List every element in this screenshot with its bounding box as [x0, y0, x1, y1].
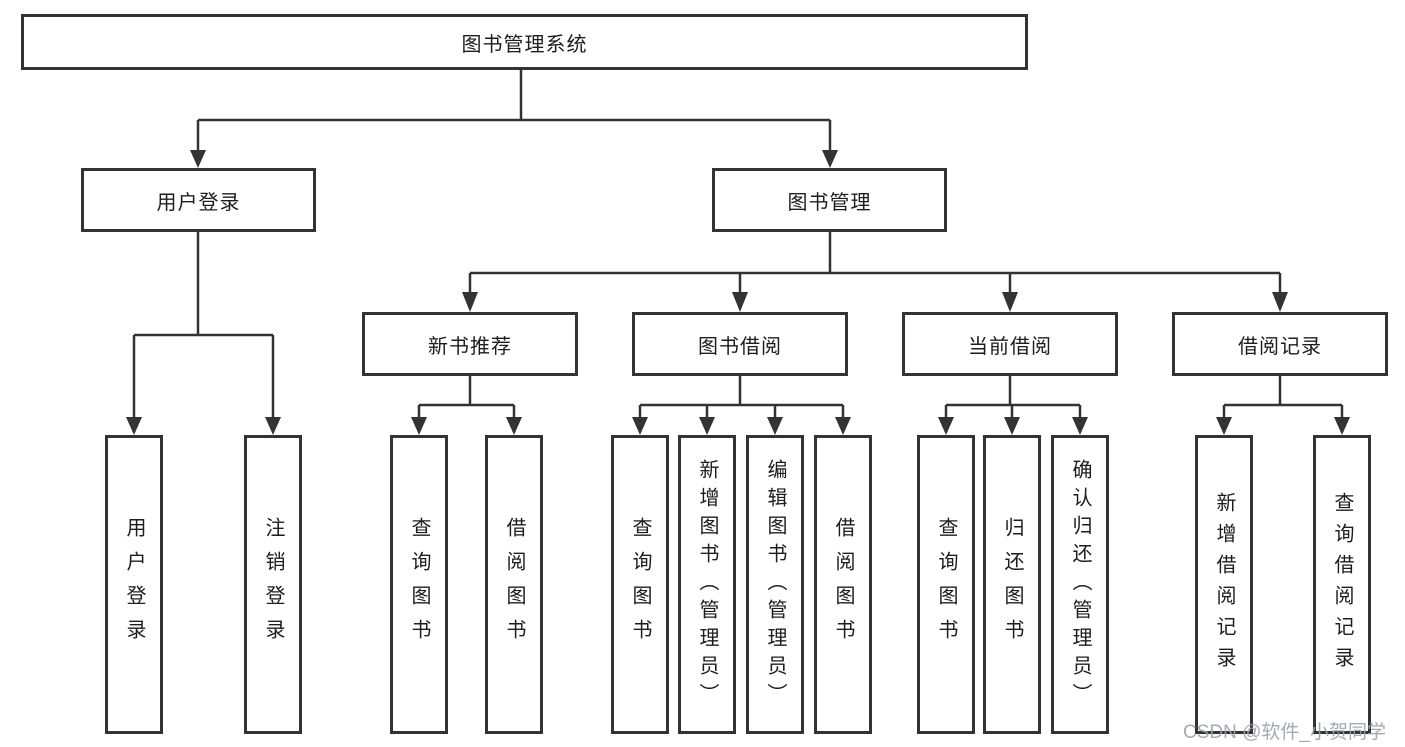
leaf-confirm-return-admin: 确认归还（管理员） [1051, 435, 1109, 734]
leaf-add-borrow-record: 新增借阅记录 [1195, 435, 1253, 734]
leaf-add-books-admin: 新增图书（管理员） [678, 435, 736, 734]
node-current-borrow: 当前借阅 [902, 312, 1118, 376]
leaf-borrow-books-2: 借阅图书 [814, 435, 872, 734]
leaf-query-books-2: 查询图书 [611, 435, 669, 734]
arrowheads [126, 150, 1350, 435]
node-book-borrow: 图书借阅 [632, 312, 848, 376]
connector-new-books [417, 376, 516, 419]
leaf-query-books-3: 查询图书 [917, 435, 975, 734]
connector-borrow [638, 376, 845, 419]
connector-book-mgmt [468, 232, 1282, 294]
node-new-book-recommend: 新书推荐 [362, 312, 578, 376]
leaf-edit-books-admin: 编辑图书（管理员） [746, 435, 804, 734]
connector-root [196, 70, 832, 152]
csdn-watermark: CSDN @软件_小贺同学 [1183, 722, 1386, 743]
node-root-system: 图书管理系统 [21, 14, 1028, 70]
node-user-login: 用户登录 [81, 168, 316, 232]
node-book-management: 图书管理 [712, 168, 947, 232]
node-borrow-records: 借阅记录 [1172, 312, 1388, 376]
connector-records [1222, 376, 1344, 419]
leaf-query-borrow-record: 查询借阅记录 [1313, 435, 1371, 734]
connector-current [944, 376, 1082, 419]
leaf-return-books: 归还图书 [983, 435, 1041, 734]
connector-user-login [132, 232, 275, 419]
leaf-query-books-1: 查询图书 [390, 435, 448, 734]
leaf-borrow-books-1: 借阅图书 [485, 435, 543, 734]
leaf-logout: 注销登录 [244, 435, 302, 734]
leaf-user-login: 用户登录 [105, 435, 163, 734]
